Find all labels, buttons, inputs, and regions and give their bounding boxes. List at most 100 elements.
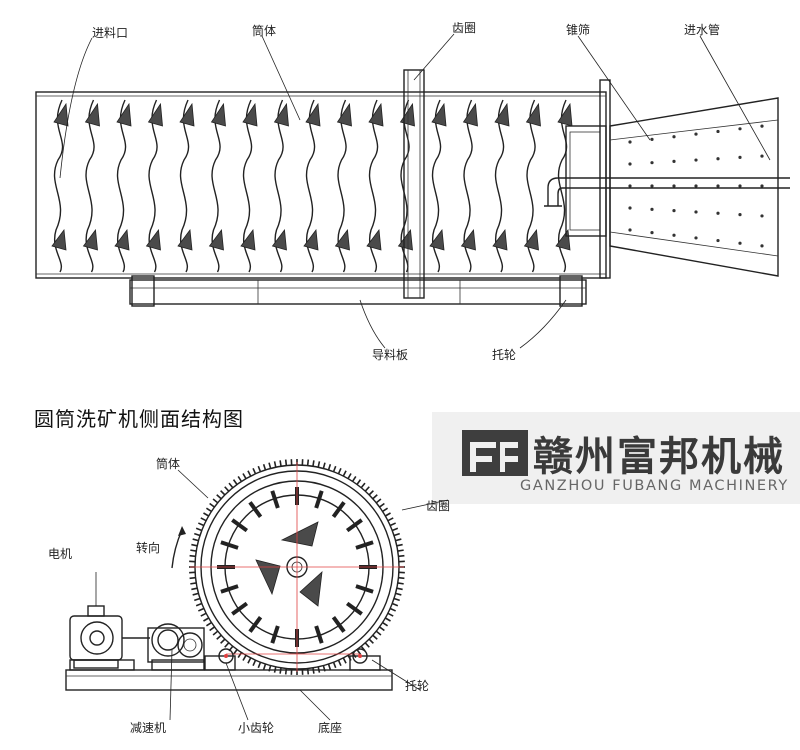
blade-fin [271, 228, 287, 251]
gear-tooth [372, 634, 378, 640]
screen-hole [716, 211, 720, 215]
gear-tooth [351, 475, 357, 482]
blade-fin [208, 228, 224, 251]
gear-tooth [194, 532, 201, 537]
gear-tooth [347, 654, 352, 661]
gear-tooth [205, 507, 212, 513]
watermark: 赣州富邦机械 GANZHOU FUBANG MACHINERY [432, 412, 800, 504]
screen-hole [650, 184, 654, 188]
gear-tooth [398, 576, 405, 580]
spiral-blade [368, 99, 379, 273]
drum-slot [331, 501, 346, 519]
screen-hole [694, 236, 698, 240]
gear-tooth [284, 459, 288, 466]
gear-tooth [391, 527, 399, 532]
drum-slot [231, 601, 249, 616]
gear-tooth [198, 522, 205, 527]
label-support-roller-side: 托轮 [405, 679, 429, 693]
screen-hole [650, 231, 654, 235]
gear-tooth [356, 649, 362, 655]
blade-fin [523, 228, 539, 251]
gear-tooth [242, 473, 247, 480]
gear-tooth [337, 659, 342, 666]
blade-fin [525, 102, 541, 127]
gear-tooth [279, 667, 282, 674]
gear-tooth [190, 582, 197, 585]
screen-hole [694, 210, 698, 214]
blade-fin [460, 228, 476, 251]
spiral-blade [242, 99, 253, 273]
gear-tooth [284, 668, 288, 675]
screen-hole [672, 184, 676, 188]
blade-fin [177, 228, 193, 251]
gear-tooth [247, 657, 252, 664]
spiral-blade [211, 99, 221, 273]
label-support-roller-top: 托轮 [492, 348, 516, 362]
gear-ring-side [189, 459, 405, 675]
gear-tooth [364, 486, 370, 492]
gear-tooth [200, 517, 207, 522]
screen-hole [672, 159, 676, 163]
spiral-blade [85, 99, 95, 273]
base-frame-top [129, 275, 587, 307]
gear-tooth [384, 617, 391, 622]
blade-fin [492, 228, 508, 251]
gear-tooth [364, 642, 370, 648]
gear-tooth [393, 532, 400, 537]
gear-teeth [189, 459, 405, 675]
drum-slot [231, 518, 249, 533]
gear-tooth [389, 522, 396, 527]
spiral-blade [526, 99, 536, 273]
gear-tooth [257, 661, 262, 669]
drum-slot [248, 501, 263, 519]
gear-tooth [342, 657, 347, 664]
gear-tooth [395, 592, 402, 596]
gear-tooth [216, 634, 222, 640]
gear-tooth [212, 630, 219, 636]
spiral-blade [148, 99, 158, 273]
screen-hole [738, 155, 742, 159]
gear-tooth [322, 665, 326, 672]
rotation-arrowhead-icon [178, 526, 186, 536]
screen-hole [628, 206, 632, 210]
drum-slot [270, 490, 280, 509]
blade-fin [334, 228, 350, 251]
gear-tooth [397, 582, 404, 585]
gear-tooth [396, 543, 403, 547]
gear-tooth [268, 462, 272, 469]
gear-tooth [327, 464, 332, 471]
label-guide-plate: 导料板 [372, 348, 408, 362]
gear-tooth [393, 597, 400, 602]
blade-fin [210, 102, 226, 127]
gear-tooth [262, 663, 267, 670]
base-side [65, 655, 393, 691]
gear-tooth [194, 597, 201, 602]
gear-tooth [237, 475, 243, 482]
company-name-cn: 赣州富邦机械 [533, 434, 785, 480]
screen-holes [628, 124, 764, 248]
drum-slot [331, 615, 346, 633]
gear-tooth [252, 468, 257, 475]
gear-tooth [375, 630, 382, 636]
gear-tooth [252, 659, 257, 666]
gear-tooth [192, 592, 199, 596]
gear-tooth [195, 602, 203, 607]
gear-tooth [198, 607, 205, 612]
blade-fin [51, 228, 67, 251]
gear-tooth [203, 617, 210, 622]
top-view: 进料口 筒体 齿圈 锥筛 进水管 导料板 托轮 [35, 21, 790, 362]
gear-tooth [368, 638, 374, 644]
screen-hole [628, 228, 632, 232]
label-pinion: 小齿轮 [238, 721, 274, 735]
company-name-en: GANZHOU FUBANG MACHINERY [520, 478, 789, 494]
discharge-end [565, 79, 611, 279]
gear-tooth [397, 549, 404, 552]
gear-tooth [395, 538, 402, 542]
gear-tooth [200, 612, 207, 617]
blade-fin [368, 102, 384, 127]
drum-slot [220, 540, 239, 550]
gear-tooth [360, 482, 366, 489]
gear-tooth [220, 490, 226, 496]
side-leaders [95, 469, 449, 721]
